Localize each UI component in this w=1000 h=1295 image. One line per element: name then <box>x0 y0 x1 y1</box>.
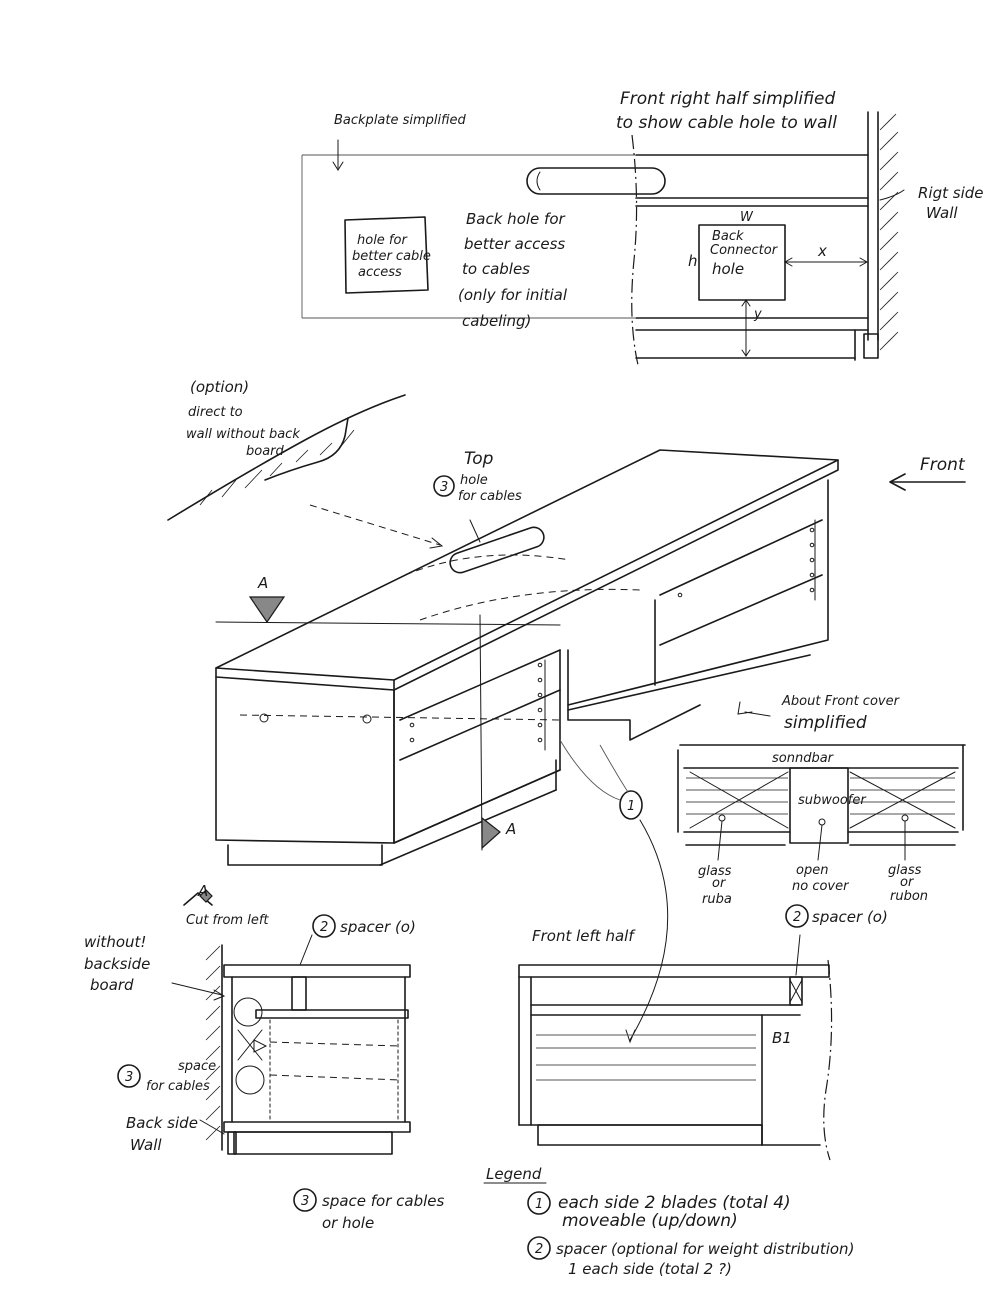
blade-callout <box>619 790 643 820</box>
cut-label: Cut from left <box>186 913 269 928</box>
glass-right-label: glass <box>888 863 922 878</box>
sketch-labels: Backplate simplified Front right half si… <box>84 89 984 1278</box>
dim-x-label: x <box>817 242 827 260</box>
backside-wall-label: Back side <box>126 1114 198 1132</box>
cut-letter: A <box>197 882 208 900</box>
space-label-2: for cables <box>146 1079 210 1094</box>
top-label: Top <box>464 449 494 469</box>
legend-title: Legend <box>486 1165 542 1183</box>
front-cover-sketch <box>677 744 966 861</box>
back-hole-shape <box>526 167 666 195</box>
connector-label: Back <box>712 229 744 244</box>
right-wall-hatch <box>879 113 899 351</box>
without-label-2: backside <box>84 955 150 973</box>
without-label-3: board <box>90 976 134 994</box>
top-hole-label-2: for cables <box>458 489 522 504</box>
spacer-label: spacer (o) <box>340 918 416 936</box>
legend-note2-2: 1 each side (total 2 ?) <box>568 1260 732 1278</box>
legend-note1: each side 2 blades (total 4) <box>558 1193 791 1213</box>
hole-box <box>344 216 429 294</box>
legend-marker-2 <box>527 1236 551 1260</box>
glass-right-label-3: rubon <box>890 889 928 904</box>
back-hole-label: Back hole for <box>466 210 565 228</box>
option-label-3: wall without back <box>186 427 300 442</box>
legend-note1-2: moveable (up/down) <box>562 1211 738 1231</box>
connector-label-2: Connector <box>710 243 779 258</box>
section-marker-2 <box>312 914 336 938</box>
back-hole-label-5: cabeling) <box>462 312 531 330</box>
backplate-label: Backplate simplified <box>334 113 467 128</box>
section-a-lower-label: A <box>505 820 516 838</box>
option-label-4: board <box>246 444 285 459</box>
glass-left-label-3: ruba <box>702 892 732 907</box>
legend-marks <box>117 475 809 1260</box>
legend-n1: 1 <box>535 1197 543 1212</box>
legend-marker-3 <box>293 1188 317 1212</box>
front-right-label: Front right half simplified <box>620 89 835 109</box>
option-label-2: direct to <box>188 405 243 420</box>
subwoofer-label: subwoofer <box>798 793 867 808</box>
without-label: without! <box>84 933 146 951</box>
hole-box-text-2: better cable <box>352 249 431 264</box>
cabinet-isometric <box>167 394 966 1044</box>
top-num: 3 <box>440 480 448 495</box>
connector-label-3: hole <box>712 260 744 278</box>
backside-wall-label-2: Wall <box>130 1136 162 1154</box>
space-label: space <box>178 1059 216 1074</box>
right-wall-label-2: Wall <box>926 204 958 222</box>
right-wall-label: Rigt side <box>918 184 984 202</box>
open-label: open <box>796 863 828 878</box>
hole-box-text: hole for <box>357 233 408 248</box>
spacer-num: 2 <box>320 920 328 935</box>
spacer-block-front <box>789 976 803 1006</box>
front-left-title: Front left half <box>532 927 636 945</box>
shelf-pin-holes <box>409 527 815 743</box>
glass-right-label-2: or <box>900 875 915 890</box>
spacer-block <box>291 976 307 1011</box>
legend-note3-2: or hole <box>322 1214 374 1232</box>
legend-n2: 2 <box>535 1242 543 1257</box>
subwoofer-box <box>789 767 849 844</box>
front-spacer-num: 2 <box>793 910 801 925</box>
legend-note3: space for cables <box>322 1192 445 1210</box>
dim-y-label: y <box>753 307 762 322</box>
dim-w-label: W <box>740 210 754 225</box>
back-hole-label-4: (only for initial <box>458 286 568 304</box>
dim-h-label: h <box>688 252 698 270</box>
top-cable-slot <box>449 526 545 574</box>
backplate-view <box>301 139 666 319</box>
front-right-label-2: to show cable hole to wall <box>616 113 837 133</box>
top-marker-3 <box>433 475 455 497</box>
front-direction-label: Front <box>920 455 966 475</box>
section-a-upper-label: A <box>257 574 268 592</box>
front-spacer-label: spacer (o) <box>812 908 888 926</box>
glass-left-label-2: or <box>712 876 727 891</box>
soundbar-label: sonndbar <box>772 751 835 766</box>
b1-label: B1 <box>772 1029 792 1047</box>
option-label: (option) <box>190 378 249 396</box>
section-marker-a-lower <box>481 816 501 850</box>
front-marker-2 <box>785 904 809 928</box>
blade-num: 1 <box>627 799 635 814</box>
legend-marker-1 <box>527 1191 551 1215</box>
top-hole-label: hole <box>460 473 488 488</box>
section-marker-a-upper <box>248 596 286 624</box>
section-cut-view <box>171 889 411 1155</box>
about-front-label-2: simplified <box>784 713 867 733</box>
about-front-label: About Front cover <box>781 694 901 709</box>
legend-note2: spacer (optional for weight distribution… <box>556 1240 854 1258</box>
front-left-half-view <box>518 934 833 1161</box>
front-right-half-view <box>631 111 905 366</box>
legend-n3: 3 <box>301 1194 309 1209</box>
space-num: 3 <box>125 1070 133 1085</box>
hole-box-text-3: access <box>358 265 402 280</box>
back-hole-label-2: better access <box>464 235 565 253</box>
open-label-2: no cover <box>792 879 850 894</box>
backside-wall-hatch <box>205 945 221 1141</box>
section-marker-3 <box>117 1064 141 1088</box>
glass-left-label: glass <box>698 864 732 879</box>
back-hole-label-3: to cables <box>462 260 530 278</box>
